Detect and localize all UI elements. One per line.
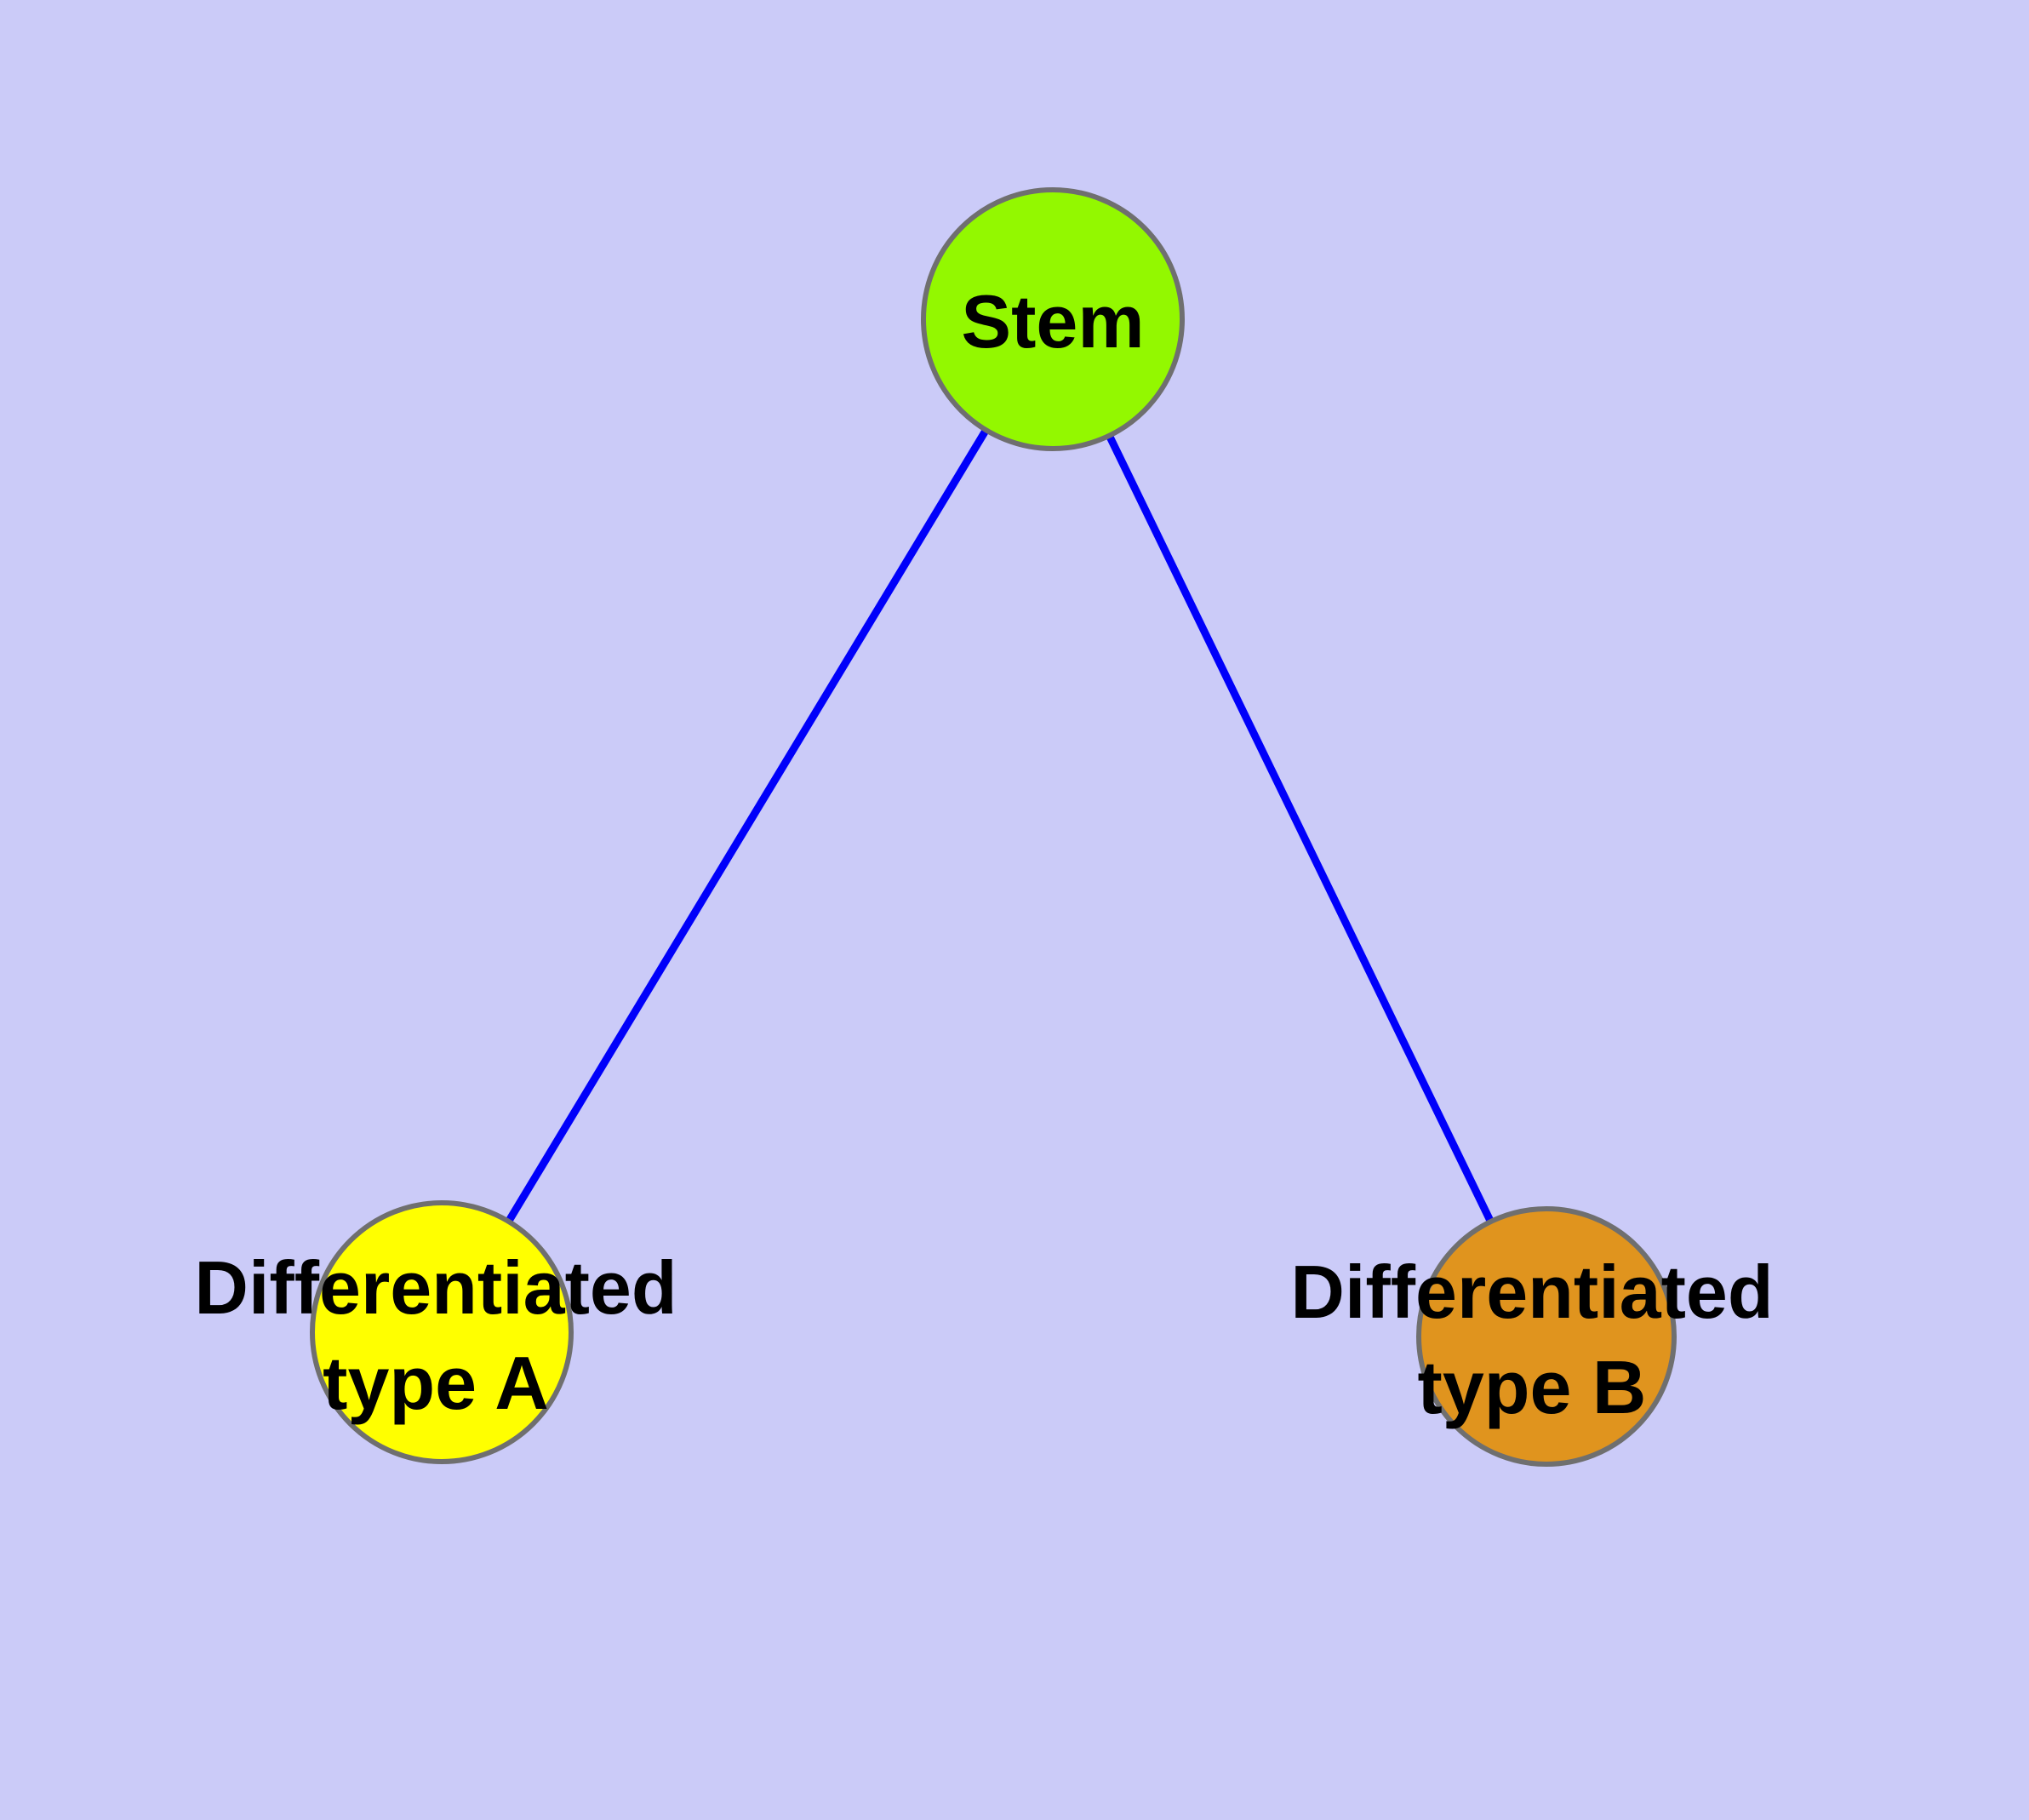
node-stem <box>921 187 1185 451</box>
node-differentiated-type-a <box>310 1200 574 1464</box>
edge-stem-to-type-b <box>1049 318 1551 1338</box>
node-type-b-label-line2: type B <box>1418 1345 1647 1429</box>
node-differentiated-type-b <box>1416 1206 1677 1467</box>
node-type-a-label-line2: type A <box>323 1341 549 1425</box>
edge-stem-to-type-a <box>438 317 1056 1335</box>
node-type-a-label-line1: Differentiated <box>194 1245 677 1330</box>
node-stem-label: Stem <box>961 279 1144 363</box>
node-type-b-label-line1: Differentiated <box>1290 1250 1773 1334</box>
